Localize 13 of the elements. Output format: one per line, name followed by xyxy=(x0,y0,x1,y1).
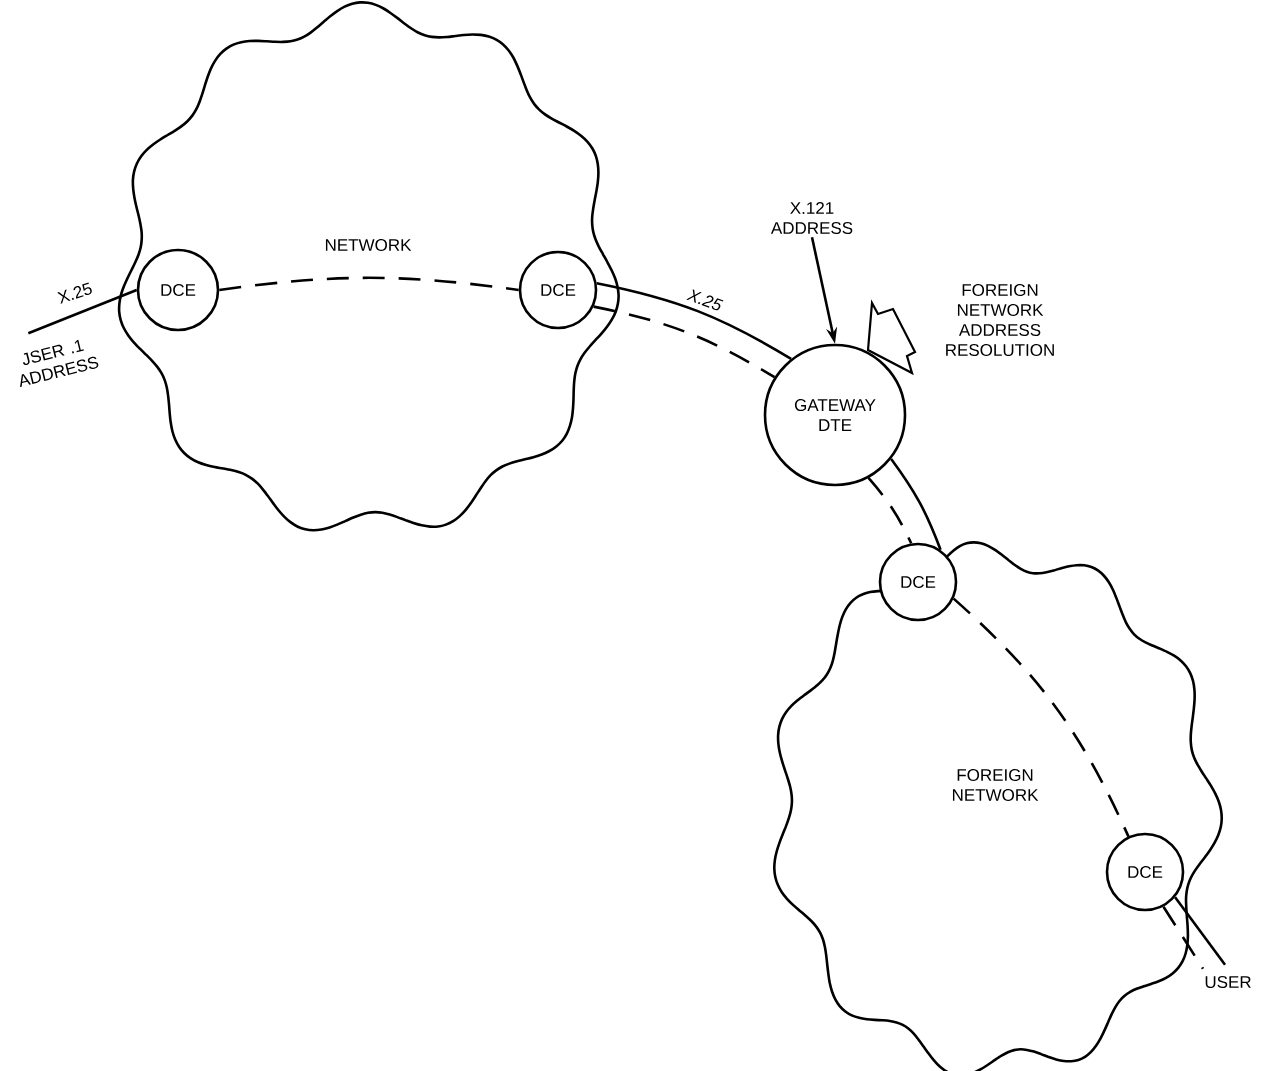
connector-line xyxy=(27,288,138,335)
connector-line xyxy=(952,597,1130,837)
edge-label: X.25 xyxy=(55,280,95,306)
callout-text: X.121 ADDRESS xyxy=(770,202,853,235)
connector-line xyxy=(867,477,913,544)
connector-line xyxy=(596,281,792,360)
connector-line xyxy=(593,305,776,379)
connector-line xyxy=(890,458,942,551)
connector-line xyxy=(1162,906,1205,970)
connector-line xyxy=(219,276,519,292)
edge-label: X.25 xyxy=(685,287,725,313)
connector-line xyxy=(1174,896,1227,966)
note-text: FOREIGN NETWORK ADDRESS RESOLUTION xyxy=(946,284,1054,357)
